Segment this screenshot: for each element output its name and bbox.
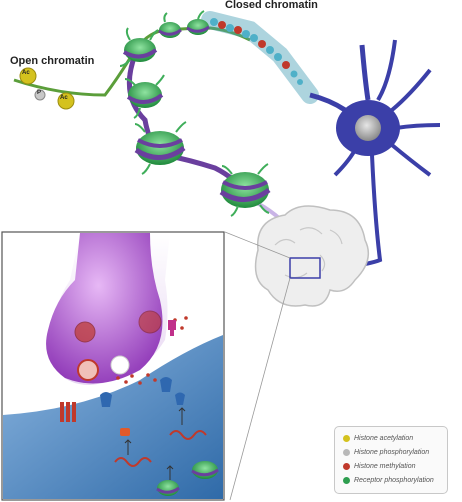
nucleosome-3	[186, 19, 210, 35]
open-chromatin-label: Open chromatin	[10, 55, 95, 67]
vesicle-1	[74, 321, 96, 343]
receptor-1	[168, 320, 176, 336]
dna-strand	[13, 26, 251, 97]
closed-chromatin-coil	[201, 11, 319, 104]
phospho-tag-label: P	[37, 90, 42, 96]
mrna-1	[169, 430, 207, 440]
methylation-dot-icon	[343, 463, 350, 470]
synapse-inset	[1, 231, 225, 501]
nucleosome-6	[219, 172, 271, 208]
vesicle-3	[138, 310, 162, 334]
ion-channel	[60, 402, 76, 422]
histone-tails	[119, 10, 270, 217]
neuron	[299, 39, 441, 270]
receptor-2	[160, 377, 172, 392]
nucleosome-5	[134, 131, 186, 165]
legend-item-receptor-phosphorylation: Receptor phosphorylation	[343, 477, 434, 484]
mrna-2	[114, 457, 152, 467]
nucleosome-4	[126, 82, 164, 108]
kinase	[120, 428, 130, 436]
receptor-3	[100, 392, 112, 407]
legend-box: Histone acetylation Histone phosphorylat…	[334, 426, 448, 494]
acetyl-tag-label-1: Ac	[22, 70, 30, 76]
postsynaptic-cell	[3, 335, 223, 499]
acetylation-dot-icon	[343, 435, 350, 442]
acetyl-tag-2	[57, 92, 75, 110]
brain-outline	[254, 205, 370, 307]
phosphorylation-dot-icon	[343, 449, 350, 456]
legend-item-acetylation: Histone acetylation	[343, 435, 413, 442]
legend-item-methylation: Histone methylation	[343, 463, 415, 470]
legend-item-histone-phosphorylation: Histone phosphorylation	[343, 449, 429, 456]
nucleosome-1	[122, 38, 158, 62]
chromatin-fiber	[126, 52, 251, 198]
vesicle-2	[77, 359, 99, 381]
phospho-tag	[34, 89, 46, 101]
acetyl-tag-1	[19, 67, 37, 85]
receptor-phosphorylation-dot-icon	[343, 477, 350, 484]
vesicle-4	[110, 355, 130, 375]
nucleosome-2	[158, 22, 182, 38]
acetyl-tag-label-2: Ac	[60, 95, 68, 101]
brain-zoom-box	[289, 257, 321, 279]
inset-nucleosome-1	[156, 480, 180, 496]
inset-nucleosome-2	[191, 461, 219, 479]
closed-chromatin-label: Closed chromatin	[225, 0, 318, 11]
receptor-4	[175, 392, 185, 405]
presynaptic-terminal	[46, 233, 163, 384]
